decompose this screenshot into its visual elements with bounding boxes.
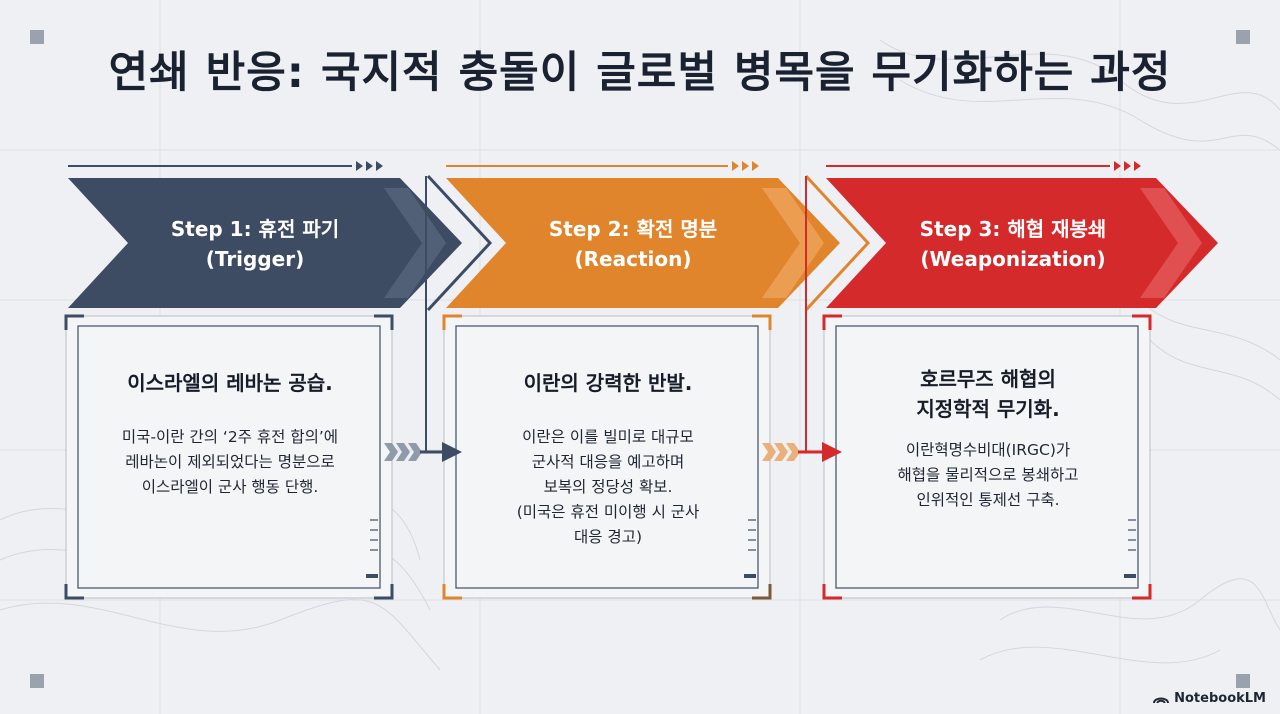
step-2-header-title: Step 2: 확전 명분 [548, 217, 718, 241]
header-rail-2 [446, 161, 759, 171]
header-rail-3 [826, 161, 1141, 171]
body-line: 인위적인 통제선 구축. [916, 491, 1060, 509]
step-2-panel-title: 이란의 강력한 반발. [523, 371, 693, 395]
step-2-panel-frame [442, 314, 772, 600]
body-line: 이란혁명수비대(IRGC)가 [905, 441, 1071, 459]
body-line: 이란은 이를 빌미로 대규모 [522, 428, 694, 446]
step-3-header-title: Step 3: 해협 재봉쇄 [919, 217, 1107, 241]
step-1-arrow-shape [68, 174, 493, 312]
step-3-panel-frame [822, 314, 1152, 600]
corner-mark-bottom-right [1236, 674, 1250, 688]
body-line: 이스라엘이 군사 행동 단행. [141, 478, 319, 496]
brand-label: NotebookLM [1174, 691, 1266, 706]
step-1-header: Step 1: 휴전 파기 (Trigger) [105, 214, 405, 274]
connector-arrow-1-2 [384, 176, 462, 462]
corner-mark-bottom-left [30, 674, 44, 688]
step-3-panel-body: 이란혁명수비대(IRGC)가 해협을 물리적으로 봉쇄하고 인위적인 통제선 구… [848, 438, 1128, 513]
corner-mark-top-left [30, 30, 44, 44]
panel-title-line: 호르무즈 해협의 [920, 367, 1056, 391]
panel-title-line: 지정학적 무기화. [916, 397, 1060, 421]
body-line: 레바논이 제외되었다는 명분으로 [125, 453, 335, 471]
step-1-panel-frame [64, 314, 394, 600]
header-rail-1 [68, 161, 383, 171]
step-1-header-subtitle: (Trigger) [205, 247, 305, 271]
connector-arrow-2-3 [762, 176, 842, 462]
step-3-header-subtitle: (Weaponization) [920, 247, 1106, 271]
step-3-arrow-shape [826, 178, 1218, 308]
notebooklm-logo-icon [1153, 697, 1170, 704]
body-line: 보복의 정당성 확보. [543, 478, 673, 496]
step-2-header-subtitle: (Reaction) [574, 247, 692, 271]
page-title: 연쇄 반응: 국지적 충돌이 글로벌 병목을 무기화하는 과정 [108, 48, 1172, 98]
body-line: 군사적 대응을 예고하며 [531, 453, 685, 471]
step-2-header: Step 2: 확전 명분 (Reaction) [483, 214, 783, 274]
brand-watermark: NotebookLM [1153, 691, 1266, 706]
step-1-panel-title: 이스라엘의 레바논 공습. [127, 371, 333, 395]
body-line: 해협을 물리적으로 봉쇄하고 [897, 466, 1079, 484]
corner-mark-top-right [1236, 30, 1250, 44]
step-3-panel-title: 호르무즈 해협의 지정학적 무기화. [848, 364, 1128, 424]
step-2-arrow-shape [446, 174, 871, 312]
body-line: 대응 경고) [573, 528, 642, 546]
step-2-panel-body: 이란은 이를 빌미로 대규모 군사적 대응을 예고하며 보복의 정당성 확보. … [468, 425, 748, 550]
step-1-header-title: Step 1: 휴전 파기 [170, 217, 340, 241]
step-3-header: Step 3: 해협 재봉쇄 (Weaponization) [863, 214, 1163, 274]
body-line: (미국은 휴전 미이행 시 군사 [516, 503, 700, 521]
step-1-panel-body: 미국-이란 간의 ‘2주 휴전 합의’에 레바논이 제외되었다는 명분으로 이스… [90, 425, 370, 500]
body-line: 미국-이란 간의 ‘2주 휴전 합의’에 [121, 428, 339, 446]
